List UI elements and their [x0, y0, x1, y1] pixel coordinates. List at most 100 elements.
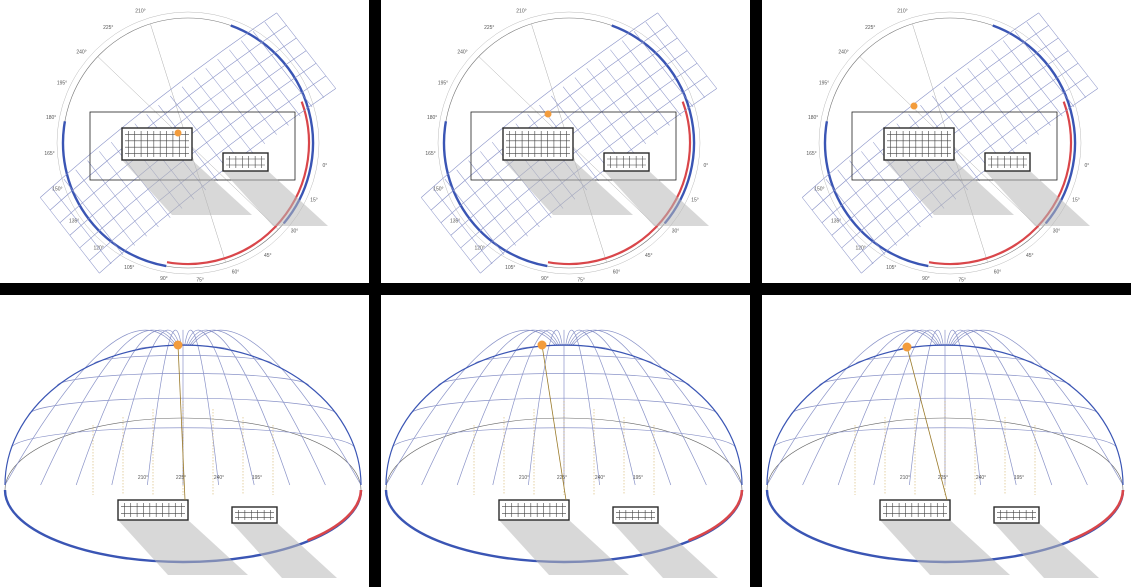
date-line [480, 88, 717, 274]
base-angle-label: 210° [519, 475, 529, 481]
outer-scale-ring [818, 11, 1082, 275]
angle-tick-label: 225° [484, 25, 494, 31]
sun-path-arc-blue [442, 121, 548, 268]
dome-meridian [953, 329, 1124, 486]
angle-tick-label: 165° [806, 151, 816, 157]
building-large [498, 499, 629, 575]
sun-marker [910, 102, 918, 110]
horizon-arc-red [688, 489, 744, 542]
outer-scale-ring [56, 11, 320, 275]
dome-meridian [909, 329, 944, 486]
building-shadow [880, 520, 1010, 575]
horizon-arc-red [1069, 489, 1125, 542]
dome-meridian [421, 329, 558, 486]
angle-tick-label: 30° [291, 228, 299, 234]
hour-line [75, 169, 136, 246]
hour-line [551, 95, 611, 172]
outer-scale-ring [437, 11, 701, 275]
base-angle-label: 240° [976, 475, 986, 481]
building-shadow [122, 160, 252, 215]
angle-tick-label: 180° [808, 115, 818, 121]
building-shadow [503, 160, 633, 215]
hour-line [979, 58, 1039, 135]
hour-line [837, 169, 898, 246]
angle-tick-label: 15° [310, 198, 318, 204]
angle-tick-label: 45° [645, 253, 653, 259]
hour-line [205, 68, 266, 145]
dome-meridian [528, 329, 563, 486]
building-outline [879, 499, 951, 521]
angle-tick-label: 90° [922, 276, 930, 282]
base-angle-label: 195° [1014, 475, 1024, 481]
building-shadow [985, 171, 1090, 226]
angle-tick-label: 90° [160, 276, 168, 282]
hour-line [813, 188, 874, 265]
dome-parallel [437, 373, 691, 387]
angle-tick-label: 60° [994, 270, 1002, 276]
hour-line [456, 169, 517, 246]
dome-view-panel-1: 210°225°240°195° [0, 295, 369, 587]
angle-tick-label: 45° [1026, 253, 1034, 259]
angle-tick-label: 75° [577, 277, 585, 283]
dome-sun-diagram: 210°225°240°195° [3, 329, 363, 578]
hour-line [193, 77, 254, 154]
angle-tick-label: 105° [886, 265, 896, 271]
sun-marker [173, 340, 183, 350]
hour-line [861, 151, 921, 228]
angle-tick-label: 225° [103, 25, 113, 31]
building-outline [222, 152, 269, 172]
dome-meridian [570, 329, 707, 486]
date-line [802, 12, 1039, 198]
angle-tick-label: 60° [232, 270, 240, 276]
building-small [603, 152, 709, 226]
dome-meridian [184, 329, 219, 486]
date-line [821, 37, 1059, 223]
dome-parallel [28, 397, 338, 416]
building-outline [984, 152, 1031, 172]
hour-line [468, 160, 528, 237]
date-line [421, 12, 658, 198]
sun-marker [537, 340, 547, 350]
building-shadow [118, 520, 248, 575]
dome-meridian [802, 329, 939, 486]
base-angle-label: 210° [138, 475, 148, 481]
date-line [460, 63, 698, 249]
dome-meridian [4, 329, 175, 486]
hour-line [51, 188, 112, 265]
hour-line [562, 86, 623, 163]
angle-tick-label: 60° [613, 270, 621, 276]
sun-ray [906, 346, 948, 501]
date-line [49, 25, 287, 211]
base-angle-label: 225° [176, 475, 186, 481]
date-line [470, 75, 708, 261]
hour-line [610, 49, 670, 126]
hour-line [598, 58, 658, 135]
angle-tick-label: 0° [322, 163, 327, 169]
angle-tick-label: 120° [93, 245, 103, 251]
building-outline [117, 499, 189, 521]
angle-tick-label: 105° [505, 265, 515, 271]
dome-sun-diagram: 210°225°240°195° [765, 329, 1125, 578]
dome-parallel [818, 373, 1072, 387]
date-line [861, 88, 1098, 274]
angle-tick-label: 225° [865, 25, 875, 31]
angle-tick-label: 210° [897, 8, 907, 14]
angle-tick-label: 195° [819, 80, 829, 86]
building-large [117, 499, 248, 575]
angle-tick-label: 150° [433, 187, 443, 193]
angle-tick-label: 105° [124, 265, 134, 271]
building-outline [883, 127, 955, 161]
hour-line [217, 58, 277, 135]
building-shadow [613, 523, 718, 578]
hour-line [1014, 31, 1075, 108]
dome-meridian [189, 329, 326, 486]
dome-meridian [565, 329, 600, 486]
hour-line [170, 95, 230, 172]
angle-tick-label: 180° [427, 115, 437, 121]
building-shadow [604, 171, 709, 226]
hour-line [252, 31, 313, 108]
building-outline [603, 152, 650, 172]
base-angle-label: 240° [595, 475, 605, 481]
building-small [612, 506, 718, 578]
